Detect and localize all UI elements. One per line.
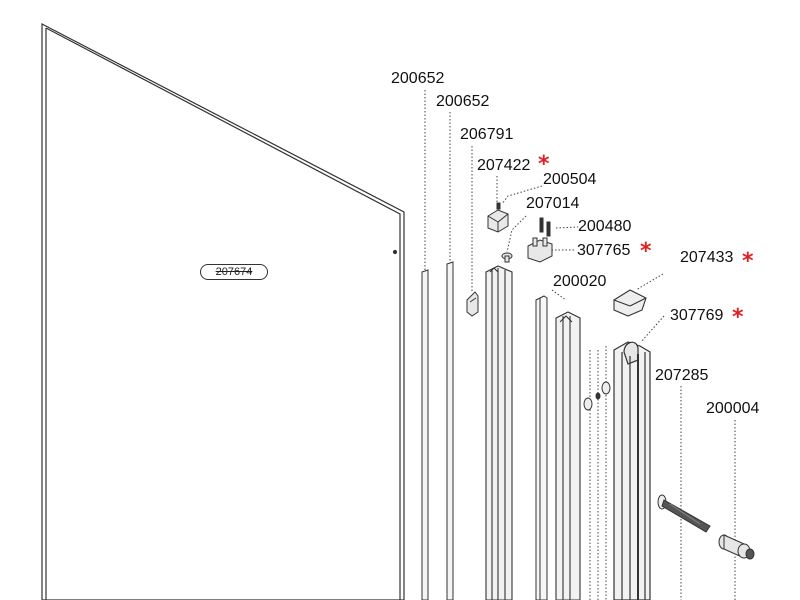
part-label-206791: 206791 — [460, 126, 514, 143]
marker-207422: * — [538, 152, 550, 177]
part-label-207285: 207285 — [655, 367, 709, 384]
washers — [583, 381, 611, 411]
part-label-307769: 307769 — [670, 307, 724, 324]
profile-long — [485, 265, 513, 600]
seal-strip-1 — [421, 269, 429, 600]
marker-307765: * — [640, 239, 652, 264]
part-label-207014: 207014 — [526, 195, 580, 212]
marker-207433: * — [742, 249, 754, 274]
end-cap — [613, 289, 647, 317]
part-label-200652-a: 200652 — [391, 70, 445, 87]
seal-strip-2 — [446, 261, 454, 600]
small-parts — [487, 202, 553, 263]
part-label-200020: 200020 — [553, 273, 607, 290]
part-label-200004: 200004 — [706, 400, 760, 417]
profile-front — [613, 341, 651, 600]
part-label-307765: 307765 — [577, 242, 631, 259]
panel-part-label: 207674 — [200, 264, 268, 280]
strip-plain — [535, 295, 548, 600]
glass-panel — [41, 23, 405, 600]
part-label-207422: 207422 — [477, 157, 531, 174]
long-bolt — [657, 494, 711, 533]
part-label-200504: 200504 — [543, 171, 597, 188]
part-label-200652-b: 200652 — [436, 93, 490, 110]
part-label-200480: 200480 — [578, 218, 632, 235]
hinge-clip — [466, 291, 479, 317]
part-label-207433: 207433 — [680, 249, 734, 266]
marker-307769: * — [732, 305, 744, 330]
connector — [718, 534, 755, 560]
profile-middle — [555, 311, 581, 600]
